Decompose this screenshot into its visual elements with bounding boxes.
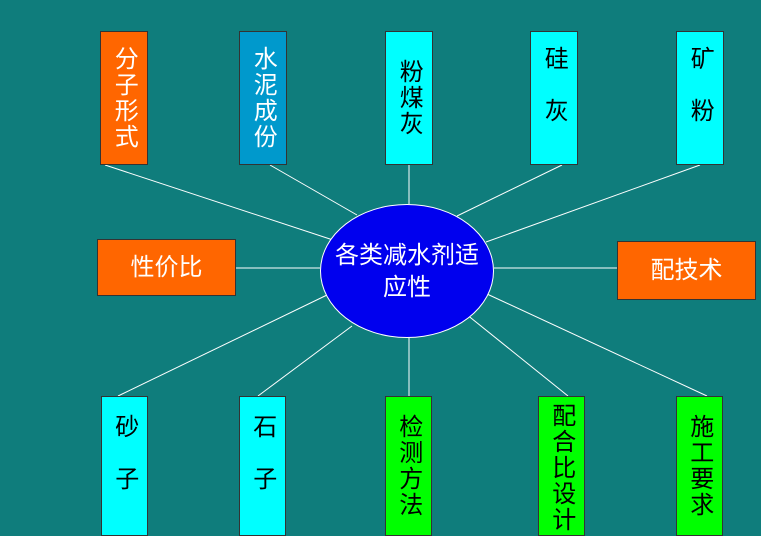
connector-line bbox=[486, 293, 708, 397]
node-molecular-form: 分子形式 bbox=[100, 31, 148, 165]
center-node: 各类减水剂适应性 bbox=[320, 204, 494, 338]
node-construction-requirements: 施工要求 bbox=[676, 396, 723, 536]
connector-line bbox=[104, 164, 334, 241]
connector-line bbox=[485, 164, 701, 243]
node-sand: 砂子 bbox=[101, 396, 148, 536]
node-silica-fume: 硅灰 bbox=[530, 31, 578, 165]
connector-line bbox=[269, 164, 358, 216]
connector-line bbox=[117, 294, 328, 397]
node-cement-composition: 水泥成份 bbox=[239, 31, 287, 165]
node-stone: 石子 bbox=[239, 396, 286, 536]
node-slag-powder: 矿粉 bbox=[676, 31, 724, 165]
node-fly-ash: 粉煤灰 bbox=[385, 31, 433, 165]
node-test-method: 检测方法 bbox=[385, 396, 432, 536]
node-mixing-technique: 配技术 bbox=[617, 241, 756, 300]
connector-line bbox=[257, 325, 353, 397]
connector-line bbox=[456, 164, 563, 217]
node-cost-performance: 性价比 bbox=[97, 239, 236, 296]
node-mix-design: 配合比设计 bbox=[538, 396, 585, 536]
connector-line bbox=[465, 313, 569, 397]
